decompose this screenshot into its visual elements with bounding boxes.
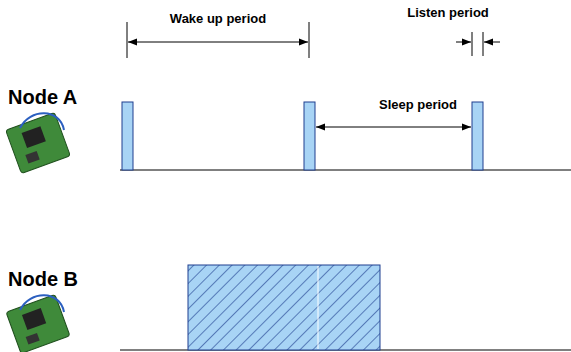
dimension-tick: [483, 32, 484, 56]
transmit-burst: [188, 265, 380, 350]
sensor-board: [6, 294, 70, 352]
burst-divider: [318, 266, 319, 349]
node-label: Node A: [8, 86, 77, 108]
dimension-arrow: [128, 42, 308, 43]
dimension-tick: [309, 22, 310, 58]
dimension-tick: [472, 32, 473, 56]
period-label: Wake up period: [170, 12, 266, 26]
dimension-tick: [127, 22, 128, 58]
period-label: Sleep period: [379, 98, 457, 112]
listen-pulse: [304, 102, 315, 170]
period-label: Listen period: [407, 6, 489, 20]
node-label: Node B: [8, 268, 78, 290]
time-axis: [120, 170, 571, 171]
dimension-arrow: [456, 42, 471, 43]
listen-pulse: [472, 102, 483, 170]
listen-pulse: [122, 102, 133, 170]
dimension-arrow: [316, 127, 471, 128]
sensor-board: [6, 112, 71, 173]
dimension-arrow: [484, 42, 500, 43]
